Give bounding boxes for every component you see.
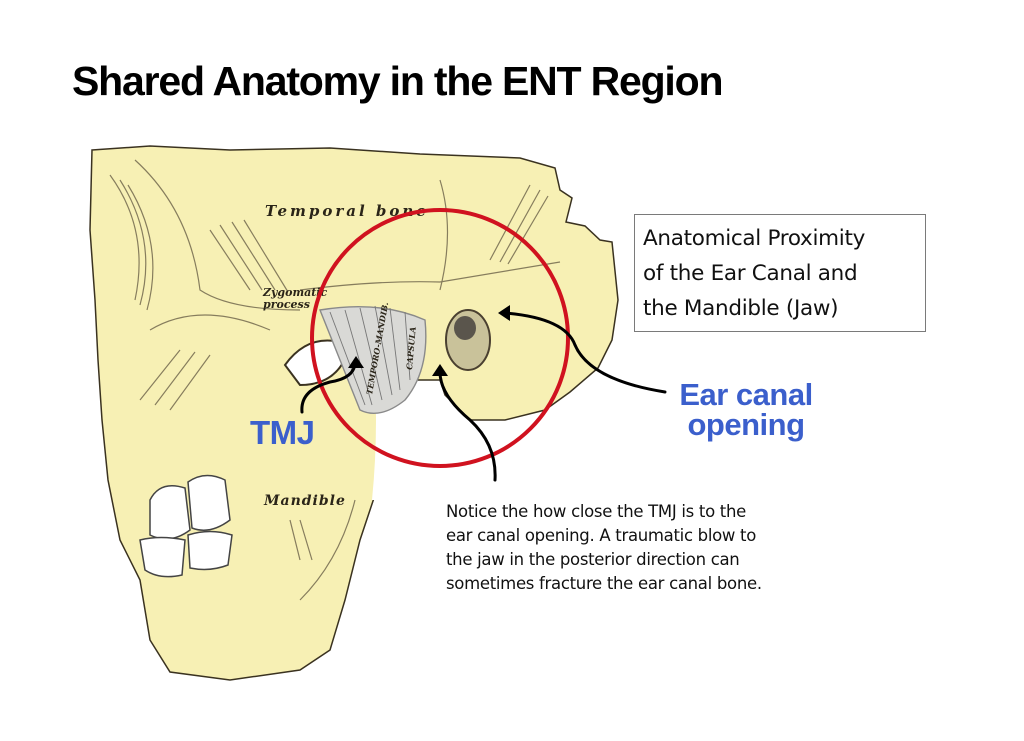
highlight-circle xyxy=(310,208,570,468)
bone-shading xyxy=(109,159,561,601)
temporal-bone-shape xyxy=(89,145,619,681)
arrows xyxy=(300,311,667,482)
note-line: ear canal opening. A traumatic blow to xyxy=(446,526,757,545)
note-line: Notice the how close the TMJ is to the xyxy=(446,502,746,521)
arrow-to-ear-canal xyxy=(503,311,667,394)
caption-box: Anatomical Proximity of the Ear Canal an… xyxy=(634,214,926,332)
tmj-label: TMJ xyxy=(250,414,315,451)
arrow-to-tmj xyxy=(300,360,357,414)
note-line: sometimes fracture the ear canal bone. xyxy=(446,574,762,593)
note-line: the jaw in the posterior direction can xyxy=(446,550,740,569)
capsule-label: CAPSULA xyxy=(404,326,418,370)
caption-line: of the Ear Canal and xyxy=(643,261,858,286)
ear-canal-label-line1: Ear canal xyxy=(679,377,813,412)
zygomatic-label-line1: Zygomatic xyxy=(262,286,327,299)
caption-line: Anatomical Proximity xyxy=(643,226,866,251)
ear-canal-label: Ear canal opening xyxy=(664,377,828,442)
caption-line: the Mandible (Jaw) xyxy=(643,296,839,321)
arrow-from-note xyxy=(438,370,497,482)
temporal-bone-label: Temporal bone xyxy=(265,202,429,220)
mandible-label: Mandible xyxy=(263,493,346,509)
ear-canal-label-line2: opening xyxy=(687,407,805,442)
explanatory-note: Notice the how close the TMJ is to the e… xyxy=(446,500,762,596)
molar-teeth xyxy=(139,474,233,578)
zygomatic-label-line2: process xyxy=(263,298,310,311)
page-title: Shared Anatomy in the ENT Region xyxy=(72,58,724,104)
